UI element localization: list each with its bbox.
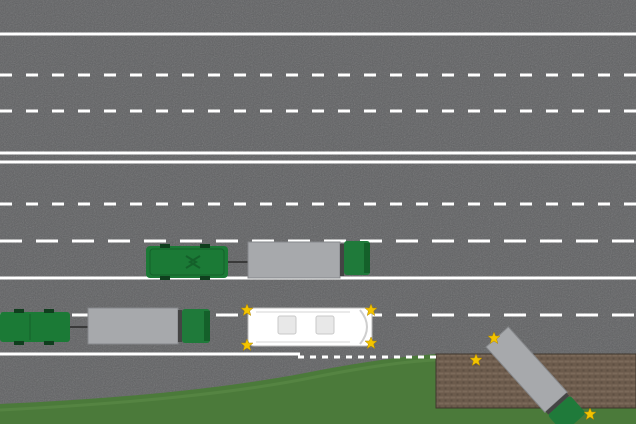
truck-cab-icon [87, 307, 210, 345]
truck-cab [182, 309, 210, 343]
trailer [87, 307, 179, 345]
truck-cab-icon [485, 326, 585, 424]
car-icon [146, 244, 228, 280]
car-icon [0, 309, 70, 345]
truck-cab-icon [247, 241, 370, 279]
truck-cab [548, 396, 585, 424]
truck-cab [344, 241, 370, 275]
lane-markings [0, 32, 636, 359]
van-icon [247, 307, 373, 347]
trailer [247, 241, 341, 279]
